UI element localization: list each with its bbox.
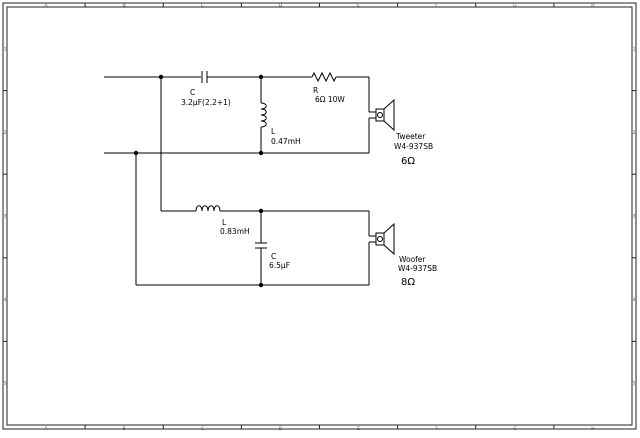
border-column-label: D [279,426,283,432]
woofer-speaker-name: Woofer [399,255,426,264]
junction-dot [258,208,264,214]
border-column-label: H [591,426,594,432]
border-row-label: 2 [633,130,636,136]
tweeter-capacitor-name: C [190,88,195,97]
border-column-label: B [123,3,126,9]
border-column-label: D [279,3,283,9]
border-row-label: 3 [633,214,636,220]
tweeter-speaker-impedance: 6Ω [401,156,415,167]
junction-dot [258,74,264,80]
border-row-label: 5 [633,381,636,387]
tweeter-speaker-icon [375,98,395,132]
woofer-inductor-symbol [195,205,221,212]
border-column-label: A [45,3,49,9]
woofer-inductor-value: 0.83mH [220,227,250,236]
woofer-capacitor-symbol [255,242,267,249]
inner-border [6,6,633,426]
woofer-speaker-model: W4-937SB [398,264,437,273]
border-column-label: G [513,3,517,9]
border-column-label: F [435,3,438,9]
border-column-label: E [357,426,360,432]
border-ticks: A A B B C C D D E E F F G G H H 1 1 2 2 3 3 4 4 5 5 [3,3,636,432]
tweeter-resistor-name: R [313,86,318,95]
border-row-label: 5 [4,381,7,387]
outer-border [2,2,637,430]
tweeter-speaker-name: Tweeter [395,132,426,141]
border-column-label: H [591,3,594,9]
tweeter-inductor-name: L [271,127,276,136]
woofer-capacitor-value: 6.5µF [269,261,290,270]
border-row-label: 4 [633,297,636,303]
border-row-label: 2 [4,130,7,136]
border-row-label: 1 [633,46,636,52]
tweeter-network: C 3.2µF(2.2+1) R 6Ω 10W L 0.47mH Tweeter… [104,71,433,167]
border-column-label: G [513,426,517,432]
border-row-label: 4 [4,297,7,303]
tweeter-resistor-value: 6Ω 10W [315,95,345,104]
border-column-label: C [201,3,204,9]
tweeter-speaker-model: W4-937SB [394,142,433,151]
woofer-speaker-impedance: 8Ω [401,277,415,288]
border-row-label: 1 [4,46,7,52]
junction-dot [258,150,264,156]
border-row-label: 3 [4,214,7,220]
border-column-label: F [435,426,438,432]
woofer-inductor-name: L [222,218,227,227]
border-column-label: A [45,426,49,432]
woofer-capacitor-name: C [271,252,276,261]
tweeter-inductor-symbol [260,102,267,128]
border-column-label: E [357,3,360,9]
tweeter-resistor-symbol [311,71,337,83]
tweeter-inductor-value: 0.47mH [271,137,301,146]
junction-dot [258,282,264,288]
woofer-network: L 0.83mH C 6.5µF Woofer W4-937SB 8Ω [135,77,437,288]
border-column-label: C [201,426,204,432]
woofer-speaker-icon [375,222,395,256]
border-column-label: B [123,426,126,432]
tweeter-capacitor-value: 3.2µF(2.2+1) [181,98,231,107]
tweeter-capacitor-symbol [201,71,208,83]
